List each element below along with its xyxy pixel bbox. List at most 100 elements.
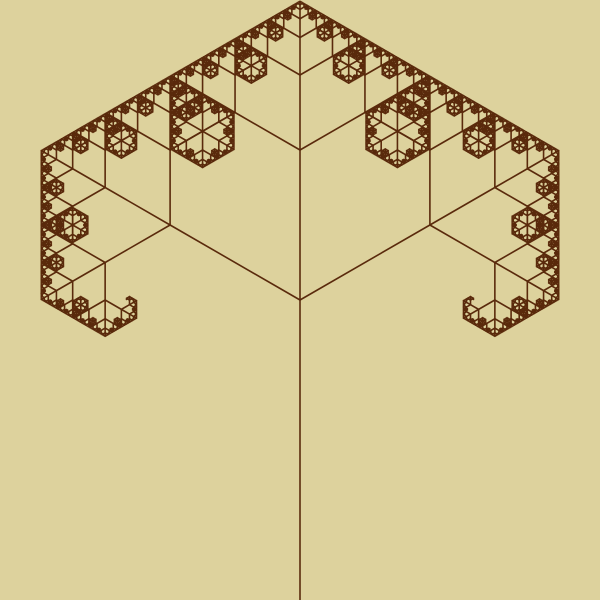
branch (388, 52, 392, 55)
branch (374, 44, 377, 48)
branch (170, 124, 173, 127)
branch (245, 78, 249, 82)
branch (254, 50, 258, 53)
branch (51, 181, 55, 184)
branch (210, 53, 214, 56)
branch (235, 63, 238, 66)
branch (132, 139, 136, 142)
branch (75, 139, 79, 142)
branch (59, 143, 63, 147)
branch (84, 298, 87, 301)
branch (342, 36, 346, 39)
branch (174, 93, 177, 96)
branch (347, 29, 351, 32)
branch (208, 160, 212, 164)
branch (189, 106, 193, 109)
branch (99, 332, 102, 335)
branch (243, 53, 246, 56)
branch (108, 115, 112, 118)
branch (360, 40, 363, 43)
branch (243, 77, 246, 80)
branch (218, 47, 221, 51)
branch (205, 59, 209, 62)
branch (327, 22, 331, 25)
branch (40, 180, 44, 183)
branch (364, 38, 367, 41)
branch (358, 35, 361, 38)
branch (202, 67, 206, 70)
branch (176, 132, 180, 135)
branch (42, 299, 46, 302)
branch (323, 24, 327, 27)
branch (173, 120, 176, 123)
branch (386, 51, 390, 55)
branch (174, 149, 177, 152)
branch (264, 70, 268, 73)
branch (316, 30, 320, 33)
branch (251, 34, 255, 38)
branch (299, 0, 302, 4)
branch (42, 289, 46, 293)
branch (202, 63, 206, 66)
branch (130, 298, 134, 301)
branch (347, 64, 366, 76)
branch (79, 135, 90, 142)
branch (59, 256, 63, 259)
branch (384, 148, 388, 151)
branch (48, 184, 52, 188)
branch (47, 158, 58, 165)
branch (55, 205, 74, 217)
branch (178, 109, 182, 113)
branch (376, 45, 379, 48)
branch (200, 165, 204, 168)
branch (418, 150, 422, 153)
branch (186, 67, 190, 70)
branch (266, 19, 270, 22)
branch (264, 66, 268, 69)
branch (86, 305, 89, 308)
branch (104, 317, 115, 325)
branch (172, 149, 175, 152)
branch (55, 158, 74, 170)
branch (410, 66, 414, 69)
branch (401, 159, 405, 162)
branch (258, 24, 262, 27)
branch (58, 233, 62, 236)
branch (72, 316, 76, 319)
branch (427, 141, 430, 144)
branch (47, 177, 58, 184)
branch (410, 155, 414, 158)
branch (177, 121, 188, 128)
branch (260, 26, 264, 29)
branch (48, 259, 52, 263)
branch (88, 122, 91, 126)
branch (395, 165, 399, 168)
branch (61, 225, 65, 228)
branch (234, 64, 253, 76)
branch (427, 145, 430, 148)
branch (55, 280, 74, 292)
branch (249, 81, 253, 84)
branch (104, 224, 171, 264)
branch (213, 50, 217, 53)
branch (412, 121, 423, 128)
branch (118, 126, 122, 130)
branch (347, 41, 358, 48)
branch (120, 308, 131, 315)
branch (44, 281, 48, 284)
branch (381, 72, 385, 75)
branch (96, 125, 106, 133)
branch (244, 44, 248, 48)
branch (81, 128, 84, 131)
branch (113, 320, 117, 324)
branch (47, 289, 58, 297)
branch (56, 306, 60, 310)
branch (255, 74, 259, 77)
branch (47, 271, 58, 278)
branch (415, 153, 419, 157)
branch (98, 119, 101, 123)
branch (427, 94, 430, 97)
branch (112, 118, 116, 121)
branch (92, 125, 95, 128)
branch (213, 148, 217, 151)
